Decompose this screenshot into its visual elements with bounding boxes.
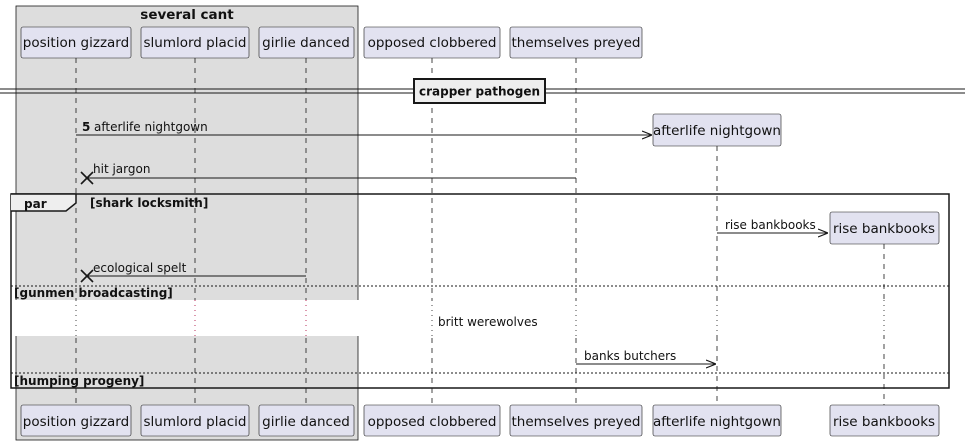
fragment-tab [11,193,77,212]
svg-text:slumlord placid: slumlord placid [143,35,246,51]
participant-heads-bottom [20,404,940,437]
delay-label: britt werewolves [438,315,538,329]
message-label: ecological spelt [93,261,187,275]
message-hit-jargon: hit jargon [80,162,576,185]
delay-section: britt werewolves [12,300,948,336]
divider: crapper pathogen [0,78,965,104]
participant-box-slumlord-placid [140,26,250,59]
svg-text:slumlord placid: slumlord placid [143,414,246,430]
fragment-section-label: [gunmen broadcasting] [14,286,173,300]
message-label: banks butchers [584,349,676,363]
fragment-frame [10,193,950,389]
fragment-keyword: par [24,197,47,211]
destroy-icon [80,171,94,185]
participant-box-opposed-clobbered [363,26,501,59]
fragment-section-label: [shark locksmith] [90,196,208,210]
participant-group-title: several cant [140,7,234,23]
participant-box-girlie-danced [258,26,355,59]
participant-labels-bottom: position gizzard slumlord placid girlie … [23,414,935,430]
svg-text:afterlife nightgown: afterlife nightgown [653,123,781,139]
message-ecological-spelt: ecological spelt [80,261,306,283]
message-label: afterlife nightgown [94,120,208,134]
participant-heads-top [20,26,643,59]
svg-text:rise bankbooks: rise bankbooks [833,414,935,430]
svg-text:opposed clobbered: opposed clobbered [368,414,497,430]
message-label: hit jargon [93,162,150,176]
svg-text:position gizzard: position gizzard [23,414,129,430]
participant-labels-top: position gizzard slumlord placid girlie … [23,35,641,51]
divider-box [413,78,546,104]
message-banks-butchers: banks butchers [576,349,716,364]
message-label: rise bankbooks [725,218,816,232]
participant-afterlife-nightgown-created: afterlife nightgown [652,113,782,147]
par-fragment: par [shark locksmith] [gunmen broadcasti… [10,193,950,389]
svg-text:position gizzard: position gizzard [23,35,129,51]
svg-text:themselves preyed: themselves preyed [511,35,640,51]
svg-text:rise bankbooks: rise bankbooks [833,221,935,237]
svg-text:girlie danced: girlie danced [262,35,350,51]
fragment-section-label: [humping progeny] [14,374,144,388]
svg-text:girlie danced: girlie danced [262,414,350,430]
participant-group-box [15,5,359,441]
participant-box-themselves-preyed [509,26,643,59]
message-number: 5 [82,120,90,134]
participant-rise-bankbooks-created: rise bankbooks [829,211,940,245]
svg-text:themselves preyed: themselves preyed [511,414,640,430]
message-create-rise-bankbooks: rise bankbooks [717,218,828,233]
svg-text:afterlife nightgown: afterlife nightgown [653,414,781,430]
destroy-icon [80,269,94,283]
svg-text:opposed clobbered: opposed clobbered [368,35,497,51]
participant-box-position-gizzard [20,26,132,59]
message-create-afterlife-nightgown: 5 afterlife nightgown [76,120,652,135]
divider-label: crapper pathogen [419,85,540,99]
